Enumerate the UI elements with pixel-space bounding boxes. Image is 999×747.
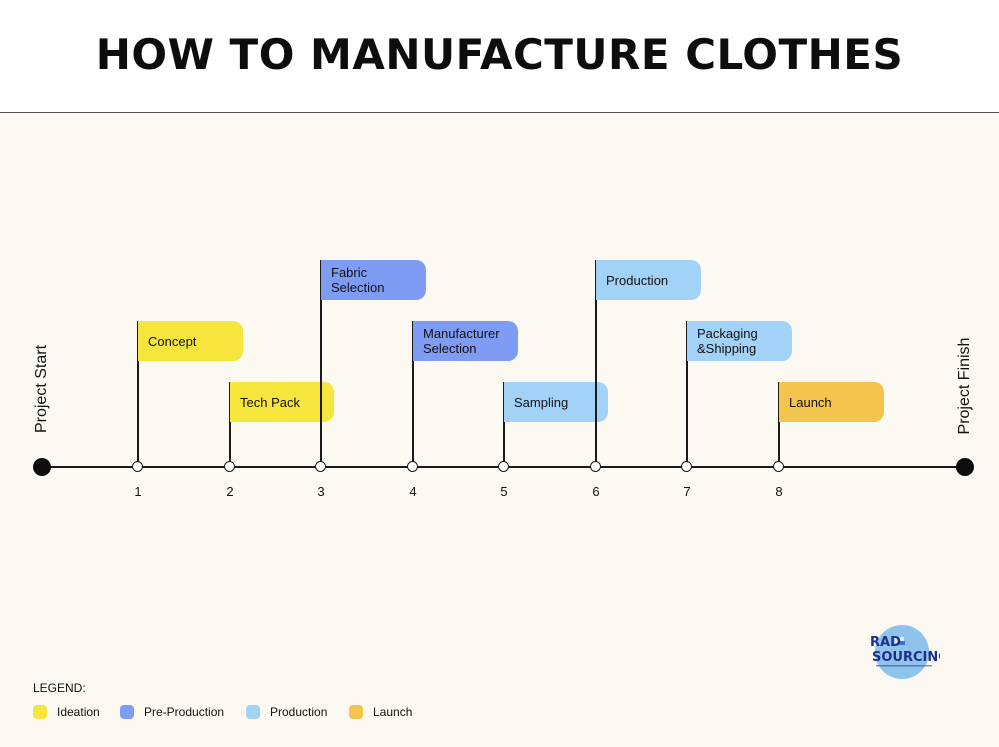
start-endpoint bbox=[33, 458, 51, 476]
step-1-number: 1 bbox=[134, 484, 142, 499]
step-3-flag: Fabric Selection bbox=[321, 260, 426, 300]
step-1-flag: Concept bbox=[138, 321, 243, 361]
step-8-label: Launch bbox=[789, 394, 832, 410]
step-7-number: 7 bbox=[683, 484, 691, 499]
step-5-label: Sampling bbox=[514, 394, 569, 410]
step-6-pole bbox=[595, 260, 597, 467]
step-7-flag: Packaging &Shipping bbox=[687, 321, 792, 361]
step-6-flag: Production bbox=[596, 260, 701, 300]
logo-graphic: RAD SOURCING bbox=[870, 625, 949, 679]
step-8-pole bbox=[778, 382, 780, 467]
legend-item-pre-production: Pre-Production bbox=[120, 705, 224, 719]
page-title: HOW TO MANUFACTURE CLOTHES bbox=[95, 30, 904, 79]
legend-swatch-ideation bbox=[33, 705, 47, 719]
step-5-pole bbox=[503, 382, 505, 467]
legend-item-launch: Launch bbox=[349, 705, 412, 719]
step-4-node bbox=[407, 461, 418, 472]
step-8-node bbox=[773, 461, 784, 472]
project-finish-label: Project Finish bbox=[956, 337, 973, 435]
step-2-node bbox=[224, 461, 235, 472]
step-8-flag: Launch bbox=[779, 382, 884, 422]
legend-item-ideation: Ideation bbox=[33, 705, 100, 719]
legend-label-launch: Launch bbox=[373, 705, 413, 719]
legend-label-production: Production bbox=[270, 705, 328, 719]
step-6-label: Production bbox=[606, 272, 669, 288]
step-2-pole bbox=[229, 382, 231, 467]
legend-label-pre-production: Pre-Production bbox=[144, 705, 225, 719]
legend-swatch-launch bbox=[349, 705, 363, 719]
step-1-node bbox=[132, 461, 143, 472]
step-2-number: 2 bbox=[226, 484, 234, 499]
step-4-label: Manufacturer Selection bbox=[423, 326, 500, 356]
step-5-node bbox=[498, 461, 509, 472]
step-5-number: 5 bbox=[500, 484, 508, 499]
step-3-node bbox=[315, 461, 326, 472]
step-4-flag: Manufacturer Selection bbox=[413, 321, 518, 361]
step-6-number: 6 bbox=[592, 484, 600, 499]
step-3-pole bbox=[320, 260, 322, 467]
logo-text-rad: RAD bbox=[870, 635, 901, 650]
step-2-label: Tech Pack bbox=[240, 394, 300, 410]
step-3-number: 3 bbox=[317, 484, 325, 499]
step-3-label: Fabric Selection bbox=[331, 265, 385, 295]
project-start-label: Project Start bbox=[33, 344, 50, 434]
step-5-flag: Sampling bbox=[504, 382, 608, 422]
step-7-pole bbox=[686, 321, 688, 467]
finish-endpoint bbox=[956, 458, 974, 476]
step-1-pole bbox=[137, 321, 139, 467]
legend-item-production: Production bbox=[246, 705, 327, 719]
legend-swatch-production bbox=[246, 705, 260, 719]
step-4-number: 4 bbox=[409, 484, 417, 499]
logo-text-sourcing: SOURCING bbox=[872, 650, 940, 665]
step-6-node bbox=[590, 461, 601, 472]
step-4-pole bbox=[412, 321, 414, 467]
step-8-number: 8 bbox=[775, 484, 783, 499]
rad-sourcing-logo: RAD SOURCING bbox=[868, 624, 949, 680]
legend-swatch-pre-production bbox=[120, 705, 134, 719]
header-bar: HOW TO MANUFACTURE CLOTHES bbox=[0, 0, 999, 113]
legend-label-ideation: Ideation bbox=[57, 705, 100, 719]
step-7-label: Packaging &Shipping bbox=[697, 326, 758, 356]
legend-title: LEGEND: bbox=[33, 681, 86, 695]
step-2-flag: Tech Pack bbox=[230, 382, 334, 422]
step-1-label: Concept bbox=[148, 333, 197, 349]
step-7-node bbox=[681, 461, 692, 472]
